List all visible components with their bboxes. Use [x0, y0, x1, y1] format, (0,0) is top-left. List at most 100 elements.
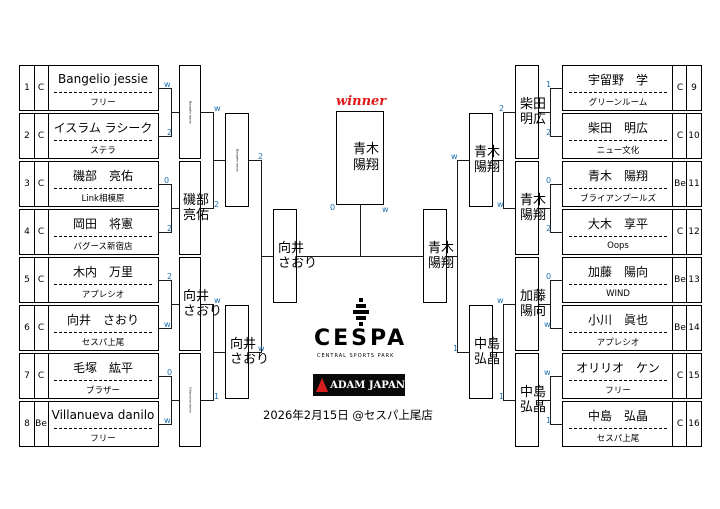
player-team: アプレシオ: [81, 289, 125, 300]
divider: [54, 428, 152, 429]
left-r1-winner-1[interactable]: Bangelio jessie: [179, 65, 201, 159]
player-name: イスラム ラシーク: [53, 120, 153, 135]
player-slot-12[interactable]: 12 C 大木 享平 Oops: [562, 209, 702, 255]
right-finalist[interactable]: 青木 陽翔: [423, 209, 455, 303]
player-name: 木内 万里: [72, 264, 133, 279]
player-team: アプレシオ: [596, 337, 640, 348]
score: 1: [546, 416, 552, 425]
player-name: 加藤 陽向: [587, 264, 648, 279]
bracket-line: [550, 88, 562, 89]
player-slot-6[interactable]: 6 C 向井 さおり セスパ上尾: [19, 305, 159, 351]
player-class: Be: [672, 306, 687, 350]
player-name: 青木 陽翔: [587, 168, 648, 183]
adam-logo-text: ADAM JAPAN: [330, 379, 405, 391]
player-slot-14[interactable]: 14 Be 小川 眞也 アプレシオ: [562, 305, 702, 351]
score: 2: [546, 128, 552, 137]
left-r1-winner-2[interactable]: 磯部 亮佑: [179, 161, 210, 255]
seed-number: 8: [20, 402, 35, 446]
player-name: オリリオ ケン: [576, 360, 660, 375]
divider: [54, 380, 152, 381]
player-slot-16[interactable]: 16 C 中島 弘晶 セスパ上尾: [562, 401, 702, 447]
score: 0: [330, 203, 336, 212]
adam-mark-icon: [316, 378, 329, 392]
bracket-line: [550, 136, 562, 137]
bracket-line: [201, 208, 213, 209]
left-r1-winner-3[interactable]: 向井 さおり: [179, 257, 223, 351]
player-team: グリーンルーム: [588, 97, 648, 108]
divider: [569, 380, 667, 381]
player-team: セスパ上尾: [596, 433, 640, 444]
right-r1-winner-4[interactable]: 中島 弘晶: [515, 353, 546, 447]
bracket-line: [550, 280, 562, 281]
winner-name: 青木 陽翔: [428, 241, 455, 271]
bracket-line: [503, 112, 515, 113]
winner-name: 向井 さおり: [230, 337, 270, 367]
player-class: C: [672, 210, 687, 254]
player-slot-10[interactable]: 10 C 柴田 明広 ニュー文化: [562, 113, 702, 159]
player-team: ニュー文化: [596, 145, 640, 156]
score: 1: [453, 344, 459, 353]
bracket-line: [249, 352, 261, 353]
left-finalist[interactable]: 向井 さおり: [273, 209, 317, 303]
seed-number: 16: [686, 402, 701, 446]
player-slot-13[interactable]: 13 Be 加藤 陽向 WIND: [562, 257, 702, 303]
adam-japan-logo: ADAM JAPAN: [313, 374, 405, 396]
bracket-line: [213, 352, 225, 353]
seed-number: 12: [686, 210, 701, 254]
player-slot-11[interactable]: 11 Be 青木 陽翔 ブライアンプールズ: [562, 161, 702, 207]
seed-number: 9: [686, 66, 701, 110]
player-slot-1[interactable]: 1 C Bangelio jessie フリー: [19, 65, 159, 111]
player-slot-8[interactable]: 8 Be Villanueva danilo フリー: [19, 401, 159, 447]
right-r1-winner-3[interactable]: 加藤 陽向: [515, 257, 546, 351]
player-class: C: [672, 354, 687, 398]
player-slot-7[interactable]: 7 C 毛塚 紘平 ブラザー: [19, 353, 159, 399]
score: w: [214, 104, 221, 113]
player-class: C: [34, 258, 49, 302]
seed-number: 5: [20, 258, 35, 302]
divider: [54, 236, 152, 237]
left-r2-winner-2[interactable]: 向井 さおり: [225, 305, 270, 399]
player-slot-9[interactable]: 9 C 宇留野 学 グリーンルーム: [562, 65, 702, 111]
player-class: C: [34, 306, 49, 350]
event-date: 2026年2月15日 @セスパ上尾店: [263, 408, 433, 422]
bracket-line: [213, 160, 225, 161]
player-slot-4[interactable]: 4 C 岡田 将憲 バグース新宿店: [19, 209, 159, 255]
player-name: Bangelio jessie: [58, 72, 148, 86]
champion-box[interactable]: 青木 陽翔: [336, 111, 384, 205]
bracket-line: [503, 400, 515, 401]
seed-number: 13: [686, 258, 701, 302]
player-slot-5[interactable]: 5 C 木内 万里 アプレシオ: [19, 257, 159, 303]
score: 1: [214, 392, 220, 401]
right-r1-winner-2[interactable]: 青木 陽翔: [515, 161, 546, 255]
player-slot-2[interactable]: 2 C イスラム ラシーク ステラ: [19, 113, 159, 159]
left-r1-winner-4[interactable]: Villanueva danilo: [179, 353, 201, 447]
score: w: [258, 344, 265, 353]
score: w: [497, 296, 504, 305]
seed-number: 7: [20, 354, 35, 398]
bracket-line: [457, 160, 458, 353]
score: 0: [546, 272, 552, 281]
bracket-line: [539, 112, 550, 113]
score: 2: [214, 200, 220, 209]
bracket-line: [360, 205, 361, 257]
bracket-line: [493, 352, 503, 353]
winner-name: 磯部 亮佑: [183, 193, 210, 223]
right-r1-winner-1[interactable]: 柴田 明広: [515, 65, 546, 159]
bracket-line: [171, 400, 179, 401]
player-slot-15[interactable]: 15 C オリリオ ケン フリー: [562, 353, 702, 399]
player-team: Link相模原: [81, 193, 125, 204]
right-r2-winner-2[interactable]: 中島 弘晶: [469, 305, 500, 399]
score: 1: [546, 80, 552, 89]
bracket-line: [159, 88, 171, 89]
bracket-line: [503, 304, 515, 305]
bracket-line: [550, 424, 562, 425]
divider: [54, 140, 152, 141]
score: w: [544, 368, 551, 377]
divider: [569, 92, 667, 93]
score: w: [164, 80, 171, 89]
winner-name: 向井 さおり: [183, 289, 223, 319]
bracket-line: [201, 112, 213, 113]
player-slot-3[interactable]: 3 C 磯部 亮佑 Link相模原: [19, 161, 159, 207]
left-r2-winner-1[interactable]: Bangelio jessie: [225, 113, 249, 207]
right-r2-winner-1[interactable]: 青木 陽翔: [469, 113, 500, 207]
